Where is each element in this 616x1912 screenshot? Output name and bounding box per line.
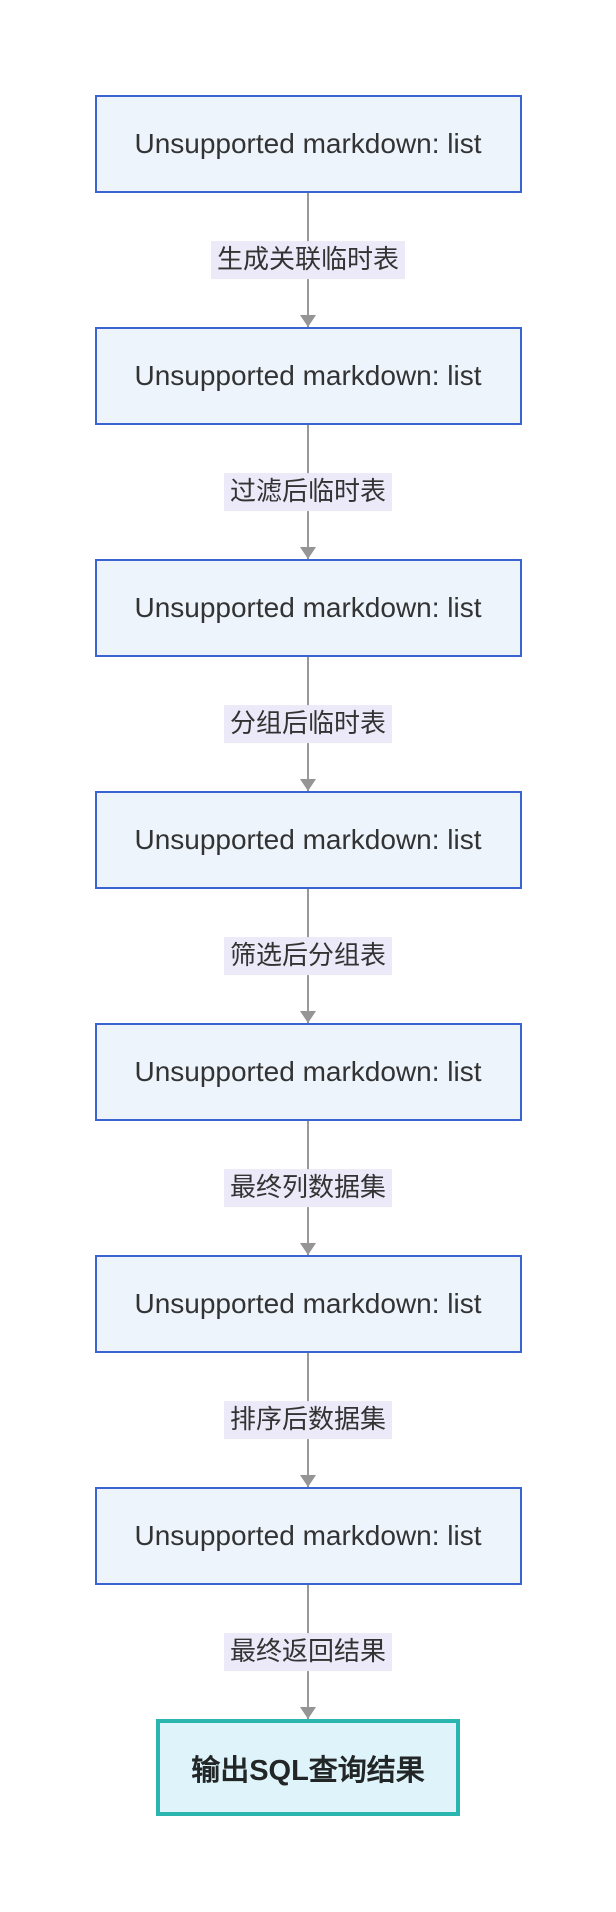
flow-node-4: Unsupported markdown: list — [94, 791, 522, 889]
edge-label: 筛选后分组表 — [223, 937, 393, 975]
arrowhead-down-icon — [300, 779, 316, 791]
arrowhead-down-icon — [300, 1707, 316, 1719]
edge-label: 过滤后临时表 — [223, 473, 393, 511]
edge-label: 分组后临时表 — [223, 705, 393, 743]
edge-label: 排序后数据集 — [223, 1401, 393, 1439]
flow-node-label: Unsupported markdown: list — [134, 592, 482, 623]
flow-node-label: Unsupported markdown: list — [134, 360, 482, 391]
edge-connector-7: 最终返回结果 — [95, 1585, 522, 1719]
arrowhead-down-icon — [300, 547, 316, 559]
edge-label: 最终列数据集 — [223, 1169, 393, 1207]
flow-node-5: Unsupported markdown: list — [94, 1023, 522, 1121]
flow-node-label: Unsupported markdown: list — [134, 128, 482, 159]
edge-connector-6: 排序后数据集 — [95, 1353, 522, 1487]
flow-node-label: Unsupported markdown: list — [134, 1520, 482, 1551]
edge-label: 生成关联临时表 — [210, 241, 406, 279]
flow-node-label: Unsupported markdown: list — [134, 824, 482, 855]
edge-label: 最终返回结果 — [223, 1633, 393, 1671]
flow-node-label: Unsupported markdown: list — [134, 1288, 482, 1319]
arrowhead-down-icon — [300, 1243, 316, 1255]
edge-connector-5: 最终列数据集 — [95, 1121, 522, 1255]
flow-node-3: Unsupported markdown: list — [94, 559, 522, 657]
edge-connector-3: 分组后临时表 — [95, 657, 522, 791]
flow-node-7: Unsupported markdown: list — [94, 1487, 522, 1585]
arrowhead-down-icon — [300, 315, 316, 327]
flow-node-label: 输出SQL查询结果 — [191, 1754, 425, 1787]
flow-node-6: Unsupported markdown: list — [94, 1255, 522, 1353]
flow-node-2: Unsupported markdown: list — [94, 327, 522, 425]
flow-node-label: Unsupported markdown: list — [134, 1056, 482, 1087]
edge-connector-4: 筛选后分组表 — [95, 889, 522, 1023]
arrowhead-down-icon — [300, 1475, 316, 1487]
flow-node-1: Unsupported markdown: list — [94, 95, 522, 193]
flowchart: Unsupported markdown: list 生成关联临时表 Unsup… — [94, 95, 522, 1816]
edge-connector-1: 生成关联临时表 — [95, 193, 522, 327]
flow-node-result: 输出SQL查询结果 — [156, 1719, 460, 1816]
arrowhead-down-icon — [300, 1011, 316, 1023]
edge-connector-2: 过滤后临时表 — [95, 425, 522, 559]
